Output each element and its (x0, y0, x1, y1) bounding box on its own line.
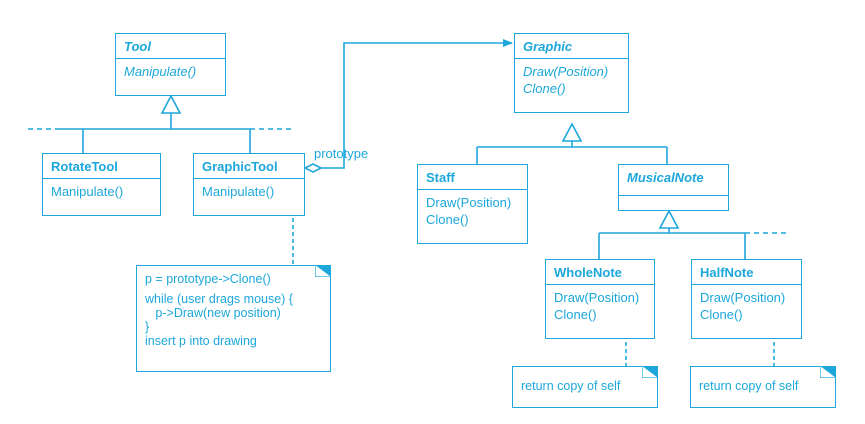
halfnote-operation-draw: Draw(Position) (700, 290, 786, 305)
code-line-5: } (145, 320, 150, 334)
staff-class-name: Staff (418, 165, 527, 190)
musicalnote-empty-compartment (618, 195, 729, 211)
staff-class: Staff Draw(Position) Clone() (417, 164, 528, 244)
wholenote-note: return copy of self (512, 366, 658, 408)
prototype-association-line (321, 39, 513, 169)
graphictool-class-name: GraphicTool (194, 154, 304, 179)
staff-operation-draw: Draw(Position) (426, 195, 512, 210)
graphictool-code-note: p = prototype->Clone() while (user drags… (136, 265, 331, 372)
tool-class-name: Tool (116, 34, 225, 59)
note-dogear-icon (642, 366, 658, 378)
code-line-1: p = prototype->Clone() (145, 272, 271, 286)
musicalnote-class-name: MusicalNote (627, 170, 704, 185)
graphictool-operation: Manipulate() (202, 184, 275, 199)
musicalnote-class: MusicalNote (618, 164, 729, 196)
graphic-operation-draw: Draw(Position) (523, 64, 609, 79)
code-line-6: insert p into drawing (145, 334, 257, 348)
rotatetool-operation: Manipulate() (51, 184, 124, 199)
halfnote-operation-clone: Clone() (700, 307, 743, 322)
tool-inheritance-triangle (160, 94, 182, 114)
musicalnote-inheritance-triangle (658, 209, 680, 229)
wholenote-operation-clone: Clone() (554, 307, 597, 322)
note-dogear-icon (820, 366, 836, 378)
halfnote-note-text: return copy of self (699, 379, 799, 393)
rotatetool-class: RotateTool Manipulate() (42, 153, 161, 216)
halfnote-class-name: HalfNote (692, 260, 801, 285)
prototype-association-label: prototype (314, 146, 369, 161)
code-line-4: p->Draw(new position) (145, 306, 281, 320)
graphic-class-name: Graphic (515, 34, 628, 59)
tool-class: Tool Manipulate() (115, 33, 226, 96)
code-line-3: while (user drags mouse) { (145, 292, 293, 306)
note-dogear-icon (315, 265, 331, 277)
wholenote-class: WholeNote Draw(Position) Clone() (545, 259, 655, 339)
graphictool-class: GraphicTool Manipulate() (193, 153, 305, 216)
wholenote-operation-draw: Draw(Position) (554, 290, 640, 305)
halfnote-class: HalfNote Draw(Position) Clone() (691, 259, 802, 339)
rotatetool-class-name: RotateTool (43, 154, 160, 179)
graphic-inheritance-triangle (561, 122, 583, 142)
aggregation-diamond (303, 163, 323, 173)
halfnote-note: return copy of self (690, 366, 836, 408)
staff-operation-clone: Clone() (426, 212, 469, 227)
wholenote-note-text: return copy of self (521, 379, 621, 393)
graphic-operation-clone: Clone() (523, 81, 566, 96)
tool-operation: Manipulate() (124, 64, 197, 79)
wholenote-class-name: WholeNote (546, 260, 654, 285)
graphic-class: Graphic Draw(Position) Clone() (514, 33, 629, 113)
